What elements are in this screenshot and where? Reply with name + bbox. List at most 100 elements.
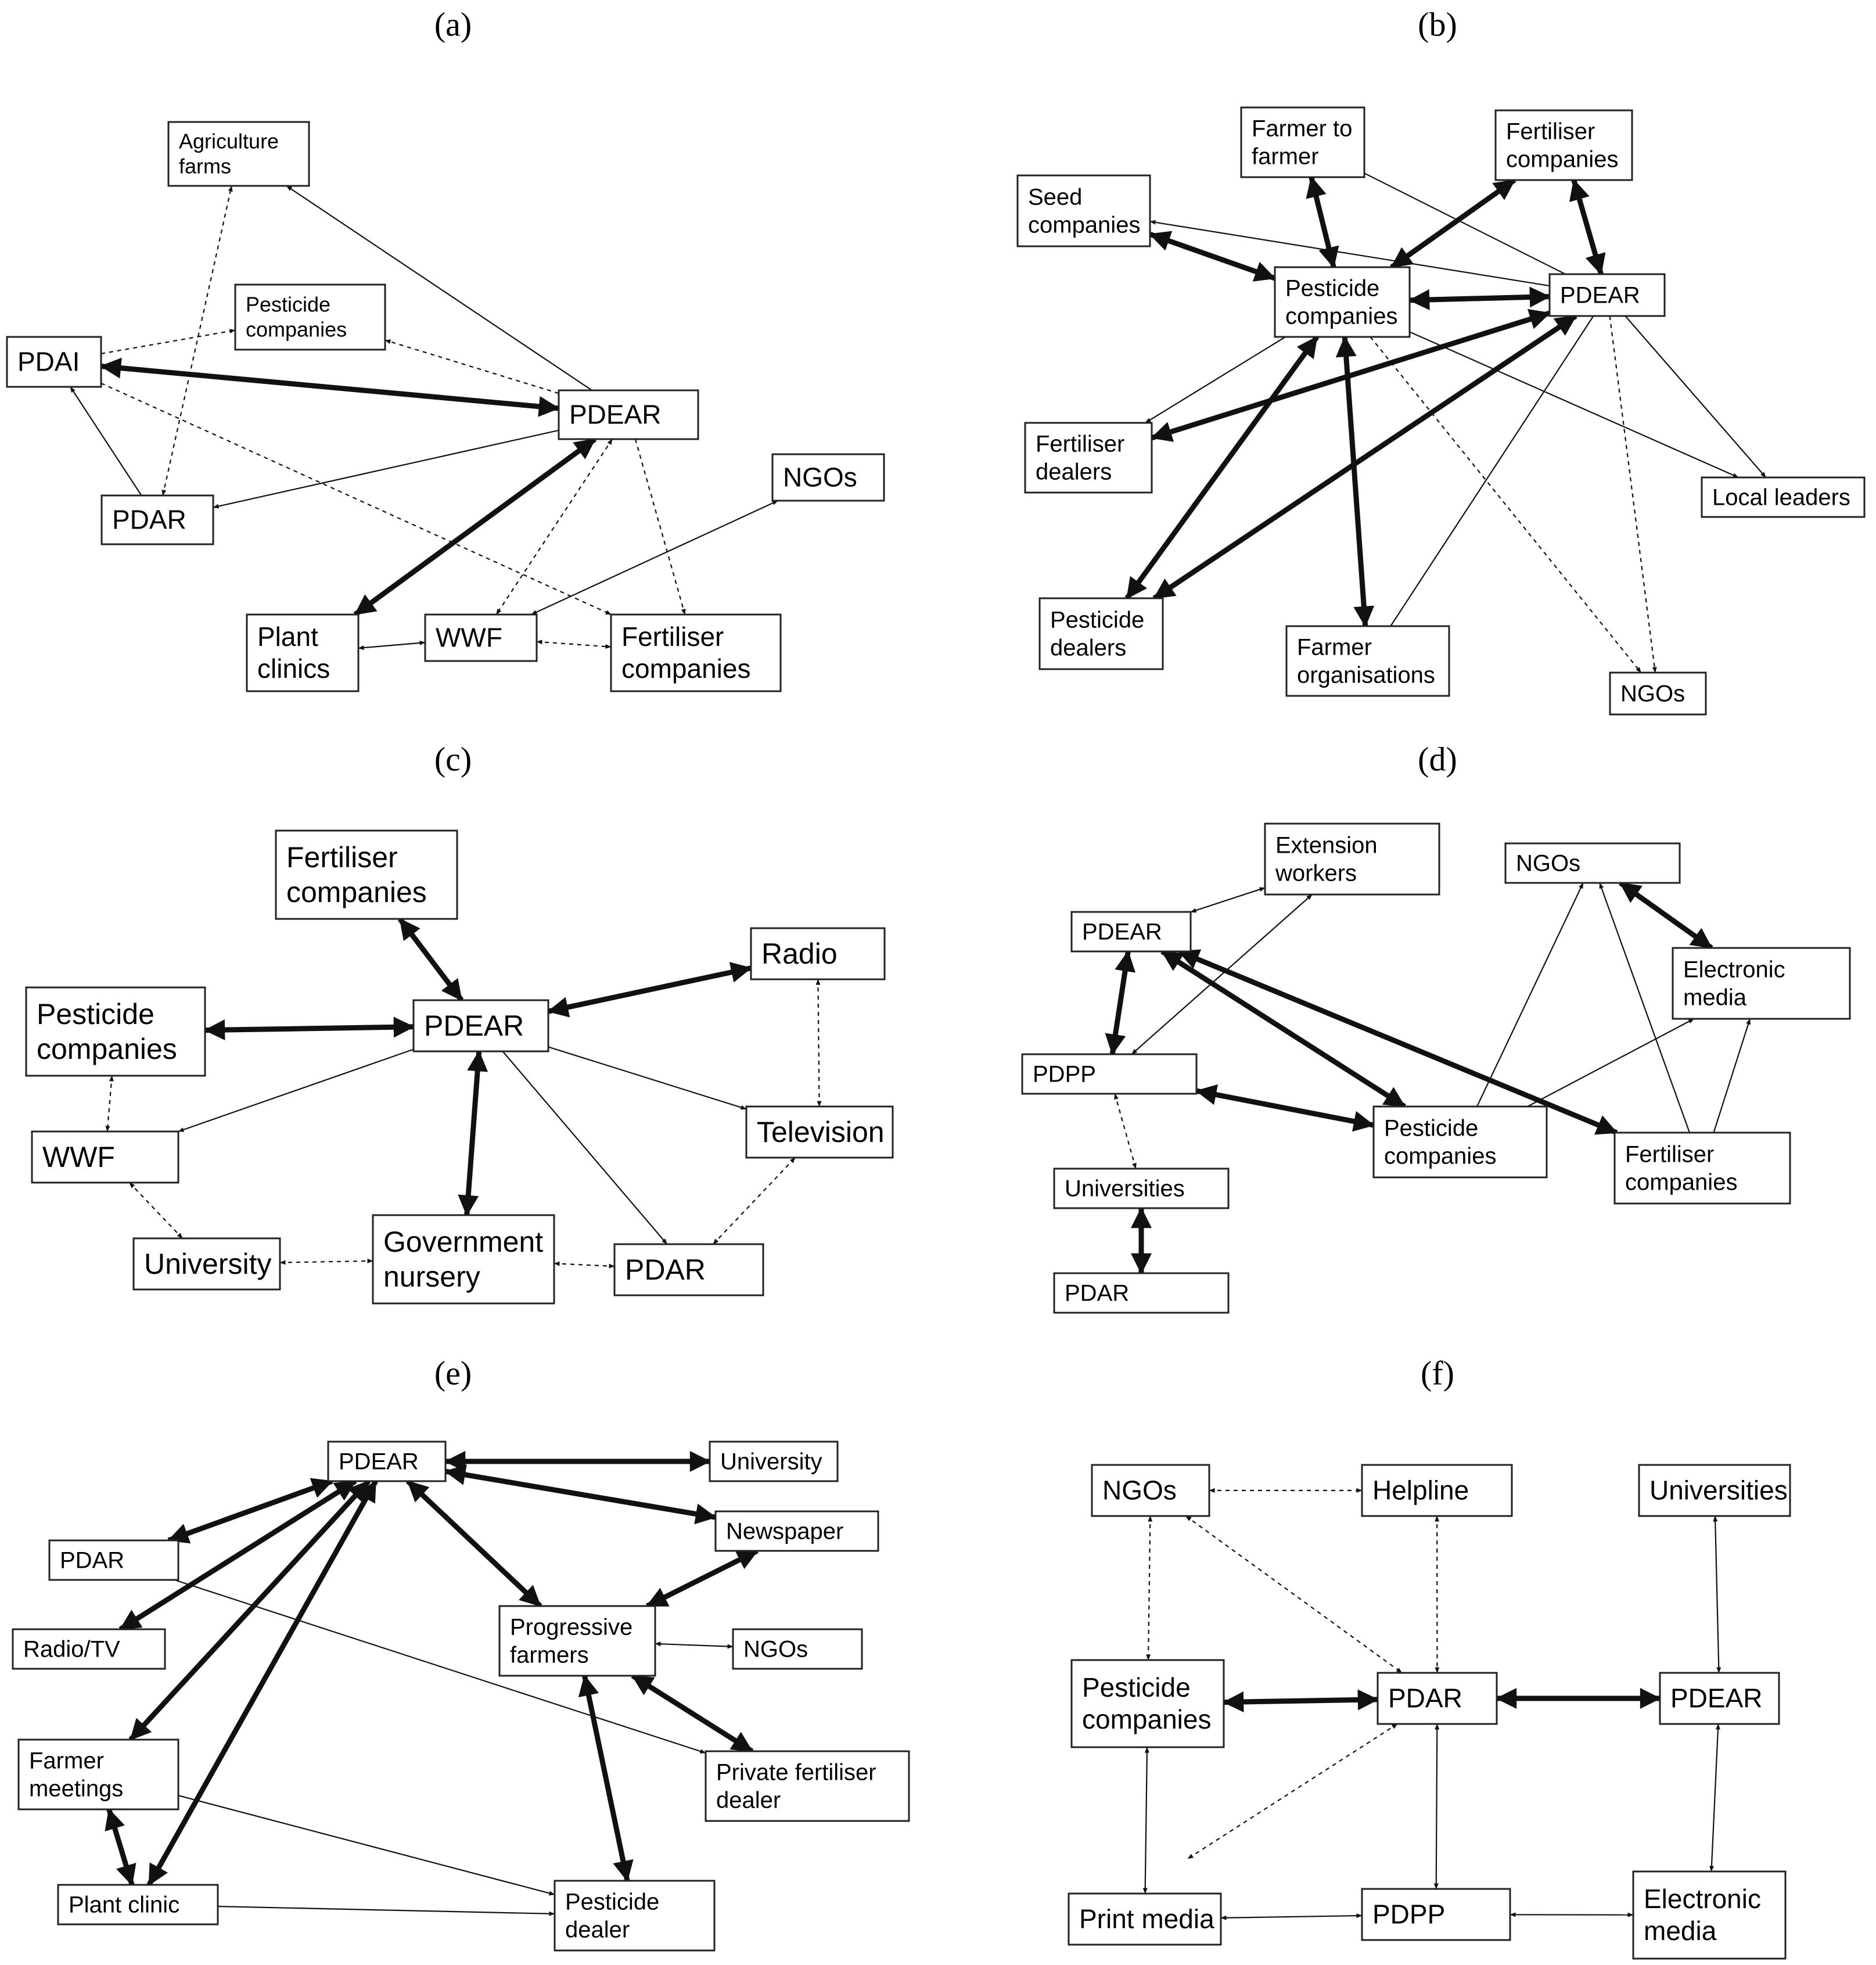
- edge-c-univ-gov: [279, 1258, 373, 1265]
- node-box: [57, 1884, 219, 1926]
- node-e-ngos: NGOs: [732, 1628, 863, 1670]
- node-label: Pesticide: [565, 1889, 659, 1914]
- node-label: Fertiliser: [1036, 431, 1124, 457]
- node-box: [1285, 625, 1450, 697]
- node-label: Pesticide: [1384, 1115, 1478, 1141]
- node-label: NGOs: [743, 1636, 808, 1662]
- edge-b-f2f-pestco: [1306, 176, 1339, 268]
- edge-e-meet-pdeal: [178, 1795, 555, 1896]
- node-f-pdar: PDAR: [1377, 1672, 1498, 1725]
- node-a-pdar: PDAR: [100, 494, 214, 545]
- node-label: PDAI: [17, 347, 80, 377]
- node-label: Radio: [761, 937, 838, 970]
- node-a-ngos: NGOs: [771, 453, 885, 502]
- node-box: [1274, 266, 1411, 338]
- node-label: Universities: [1649, 1475, 1788, 1506]
- node-a-pdai: PDAI: [6, 336, 102, 388]
- node-box: [750, 927, 886, 980]
- edge-c-pdear-pdar: [502, 1051, 668, 1245]
- node-label: Pesticide: [1050, 607, 1144, 633]
- edge-c-pdar-tv: [713, 1157, 796, 1245]
- node-label: PDEAR: [424, 1010, 524, 1042]
- node-label: Pesticide: [1082, 1672, 1191, 1702]
- node-box: [714, 1510, 879, 1552]
- node-box: [12, 1628, 166, 1670]
- node-box: [1091, 1464, 1210, 1517]
- node-box: [613, 1243, 764, 1296]
- node-label: PDAR: [1388, 1683, 1462, 1713]
- node-b-ngos: NGOs: [1609, 671, 1707, 716]
- edge-b-pdear-f2f: [1364, 173, 1566, 275]
- edge-c-pdear-radio: [547, 962, 752, 1018]
- node-label: Fertiliser: [286, 841, 398, 874]
- node-box: [1659, 1672, 1780, 1725]
- node-label: dealer: [716, 1787, 781, 1813]
- node-label: farmer: [1252, 143, 1319, 169]
- node-box: [1264, 822, 1440, 896]
- node-box: [31, 1130, 179, 1184]
- edge-b-pestco-pestdeal: [1124, 335, 1320, 600]
- node-box: [558, 389, 699, 440]
- node-label: NGOs: [1620, 681, 1685, 706]
- edge-f-pest-print: [1142, 1747, 1149, 1894]
- node-label: WWF: [42, 1141, 115, 1173]
- node-label: PDAR: [60, 1547, 124, 1573]
- node-box: [1672, 947, 1851, 1020]
- node-label: companies: [286, 876, 427, 908]
- node-d-pdar: PDAR: [1053, 1272, 1230, 1314]
- edge-b-pdear-pestdeal: [1152, 314, 1577, 601]
- edge-f-univ-pdear: [1713, 1515, 1722, 1673]
- node-box: [275, 829, 458, 920]
- edge-e-pdear-prog: [406, 1479, 542, 1608]
- node-box: [1053, 1272, 1230, 1314]
- node-box: [1494, 109, 1633, 181]
- edge-a-pdai-pest: [100, 329, 236, 354]
- node-f-print: Print media: [1068, 1892, 1222, 1946]
- edge-a-pdear-plant: [353, 437, 597, 617]
- panel-label-e: (e): [434, 1354, 472, 1392]
- node-box: [709, 1440, 839, 1482]
- edge-c-radio-tv: [815, 979, 822, 1107]
- node-label: Local leaders: [1712, 484, 1850, 510]
- node-label: PDEAR: [569, 400, 661, 430]
- node-box: [610, 613, 782, 692]
- node-label: Radio/TV: [23, 1636, 120, 1662]
- node-box: [1070, 911, 1192, 953]
- node-label: companies: [621, 653, 750, 684]
- node-box: [1361, 1888, 1511, 1941]
- edge-c-pest-pdear: [204, 1016, 415, 1041]
- node-box: [498, 1605, 656, 1677]
- node-f-pdear: PDEAR: [1659, 1672, 1780, 1725]
- node-box: [1701, 476, 1866, 518]
- node-label: companies: [37, 1033, 177, 1065]
- node-box: [100, 494, 214, 545]
- node-label: workers: [1275, 860, 1357, 886]
- node-label: Fertiliser: [1625, 1141, 1714, 1167]
- node-box: [732, 1628, 863, 1670]
- edge-f-ngos-pest: [1146, 1515, 1153, 1661]
- edge-b-pestco-ngos: [1370, 336, 1642, 673]
- edge-e-pdar-pfert: [174, 1579, 706, 1754]
- edge-e-prog-ngos: [655, 1641, 734, 1649]
- node-box: [1361, 1464, 1513, 1517]
- edge-d-pest-ngos: [1476, 882, 1584, 1107]
- node-c-pdar: PDAR: [613, 1243, 764, 1296]
- node-label: PDEAR: [1082, 919, 1162, 944]
- node-e-news: Newspaper: [714, 1510, 879, 1552]
- node-label: Government: [383, 1226, 543, 1258]
- node-label: NGOs: [783, 462, 857, 493]
- node-c-univ: University: [132, 1237, 281, 1291]
- edge-c-pdear-gov: [458, 1050, 488, 1216]
- panel-label-d: (d): [1418, 740, 1457, 778]
- node-label: PDPP: [1033, 1061, 1096, 1087]
- edge-e-pdear-clinic: [146, 1479, 378, 1887]
